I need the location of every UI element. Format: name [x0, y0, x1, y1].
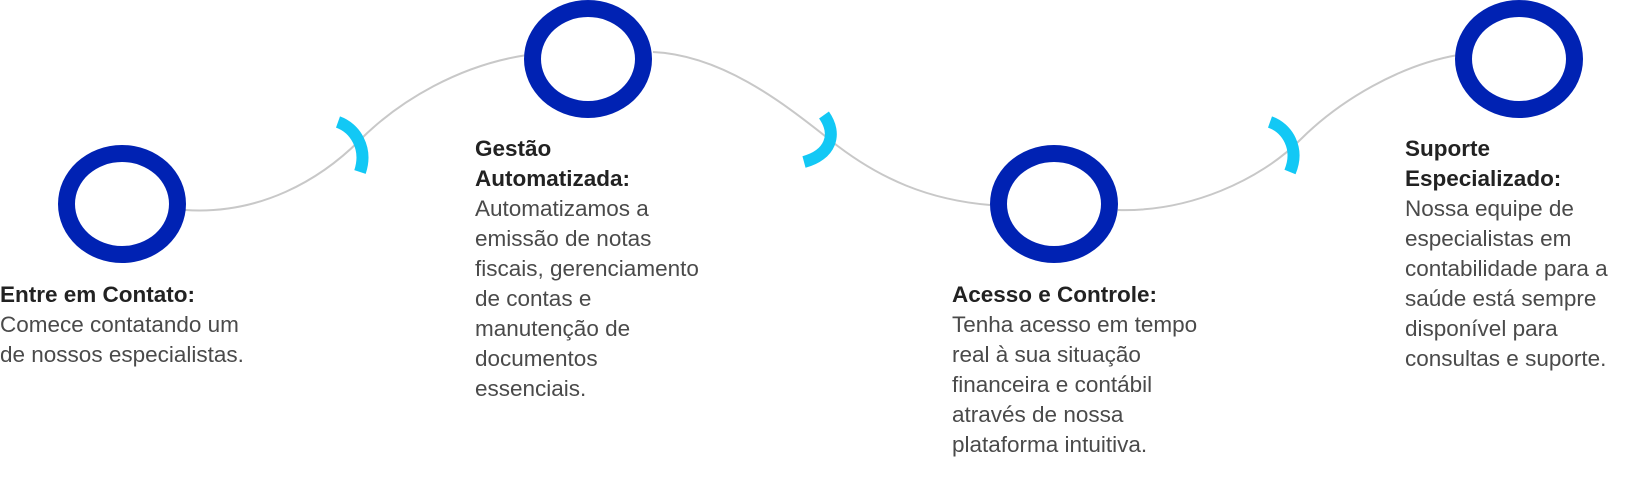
step-text: Gestão Automatizada: Automatizamos a emi…: [475, 134, 705, 404]
step-title: Entre em Contato:: [0, 282, 196, 307]
circle-icon: [58, 145, 186, 263]
step-title: Suporte Especializado:: [1405, 136, 1562, 191]
step-text: Suporte Especializado: Nossa equipe de e…: [1405, 134, 1650, 374]
circle-icon: [990, 145, 1118, 263]
step-title: Acesso e Controle:: [952, 282, 1158, 307]
arrow-icon-3: [1267, 116, 1300, 175]
step-text: Entre em Contato: Comece contatando um d…: [0, 280, 260, 370]
step-description: Tenha acesso em tempo real à sua situaçã…: [952, 312, 1198, 457]
arrow-icon-1: [335, 116, 369, 174]
step-description: Comece contatando um de nossos especiali…: [0, 312, 244, 367]
arrow-icon-2: [802, 111, 837, 168]
circle-icon: [524, 0, 652, 118]
step-text: Acesso e Controle: Tenha acesso em tempo…: [952, 280, 1207, 460]
connector-line-3: [1117, 54, 1459, 212]
step-description: Nossa equipe de especialistas em contabi…: [1405, 196, 1608, 371]
step-description: Automatizamos a emissão de notas fiscais…: [475, 196, 699, 401]
circle-icon: [1455, 0, 1583, 118]
step-title: Gestão Automatizada:: [475, 136, 631, 191]
